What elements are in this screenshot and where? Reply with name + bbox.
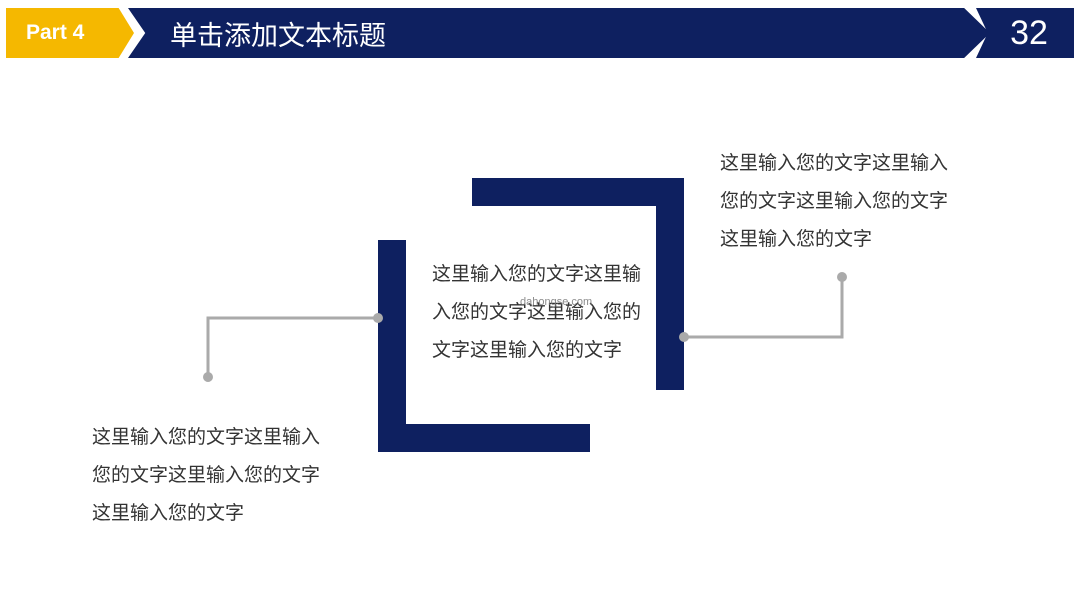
part-label: Part 4 — [26, 21, 85, 44]
left-bottom-text-box[interactable]: 这里输入您的文字这里输入您的文字这里输入您的文字这里输入您的文字 — [92, 426, 321, 524]
part-badge: Part 4 — [6, 8, 134, 58]
center-text-box[interactable]: 这里输入您的文字这里输入您的文字这里输入您的文字这里输入您的文字 — [432, 263, 642, 361]
right-connector-dot — [837, 272, 847, 282]
bracket-bottom-horizontal — [378, 424, 590, 452]
left-connector-line — [206, 316, 378, 377]
right-connector-start-dot — [679, 332, 689, 342]
right-top-text-box[interactable]: 这里输入您的文字这里输入您的文字这里输入您的文字这里输入您的文字 — [720, 152, 949, 250]
page-number-badge: 32 — [976, 8, 1074, 58]
slide-title[interactable]: 单击添加文本标题 — [170, 20, 386, 52]
left-connector-dot — [203, 372, 213, 382]
right-connector-line — [684, 277, 844, 339]
title-bar[interactable]: 单击添加文本标题 — [128, 8, 990, 58]
bracket-left-vertical — [378, 240, 406, 452]
left-connector-end-dot — [373, 313, 383, 323]
bracket-right-vertical — [656, 178, 684, 390]
slide-header: Part 4 单击添加文本标题 32 — [0, 0, 1080, 64]
page-number: 32 — [1010, 13, 1048, 52]
bracket-top-horizontal — [472, 178, 684, 206]
watermark: dahongse.com — [520, 296, 593, 308]
